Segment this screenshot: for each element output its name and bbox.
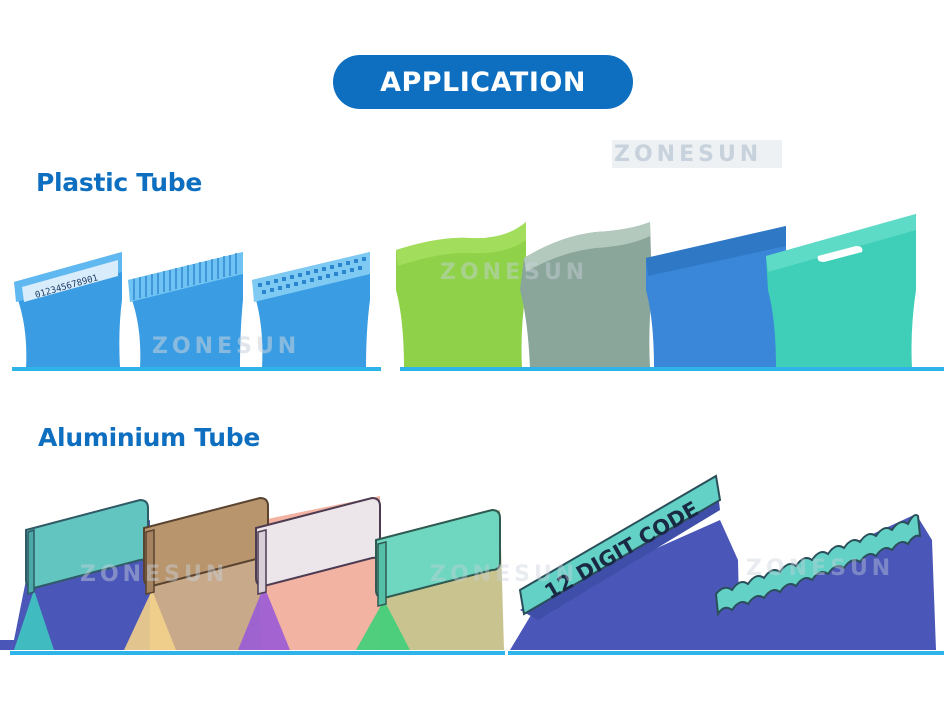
- plastic-tube-teal: [766, 214, 916, 368]
- watermark-aluminium-mid: ZONESUN: [430, 562, 579, 587]
- plastic-tube-barcode: [14, 252, 122, 368]
- shelf-plastic-right: [400, 367, 944, 371]
- shelf-aluminium-left: [10, 651, 505, 655]
- digit-code-strip: [518, 474, 722, 616]
- header-title: APPLICATION: [380, 66, 586, 98]
- aluminium-tube-title: Aluminium Tube: [38, 423, 261, 452]
- watermark-aluminium-left: ZONESUN: [80, 562, 229, 587]
- watermark-box-top: [612, 140, 782, 168]
- watermark-aluminium-right: ZONESUN: [746, 556, 895, 581]
- nozzle-cones: [14, 586, 410, 650]
- aluminium-tube-mint: [375, 508, 501, 607]
- application-header: APPLICATION: [333, 55, 633, 109]
- plastic-tube-title: Plastic Tube: [36, 168, 203, 197]
- plastic-tube-checkered: [252, 252, 370, 368]
- watermark-plastic-left: ZONESUN: [152, 334, 301, 359]
- left-edge-base: [0, 640, 14, 650]
- shelf-aluminium-right: [508, 651, 944, 655]
- shelf-plastic-left: [12, 367, 381, 371]
- watermark-plastic-right: ZONESUN: [440, 260, 589, 285]
- watermark-top: ZONESUN: [614, 142, 763, 167]
- plastic-tube-ribbed: [128, 252, 243, 368]
- plastic-tube-grey: [520, 222, 652, 368]
- wavy-tube-strip: [714, 514, 922, 618]
- plastic-tube-green: [396, 222, 526, 368]
- aluminium-tube-gold: [143, 496, 269, 595]
- plastic-tube-blue: [646, 226, 786, 368]
